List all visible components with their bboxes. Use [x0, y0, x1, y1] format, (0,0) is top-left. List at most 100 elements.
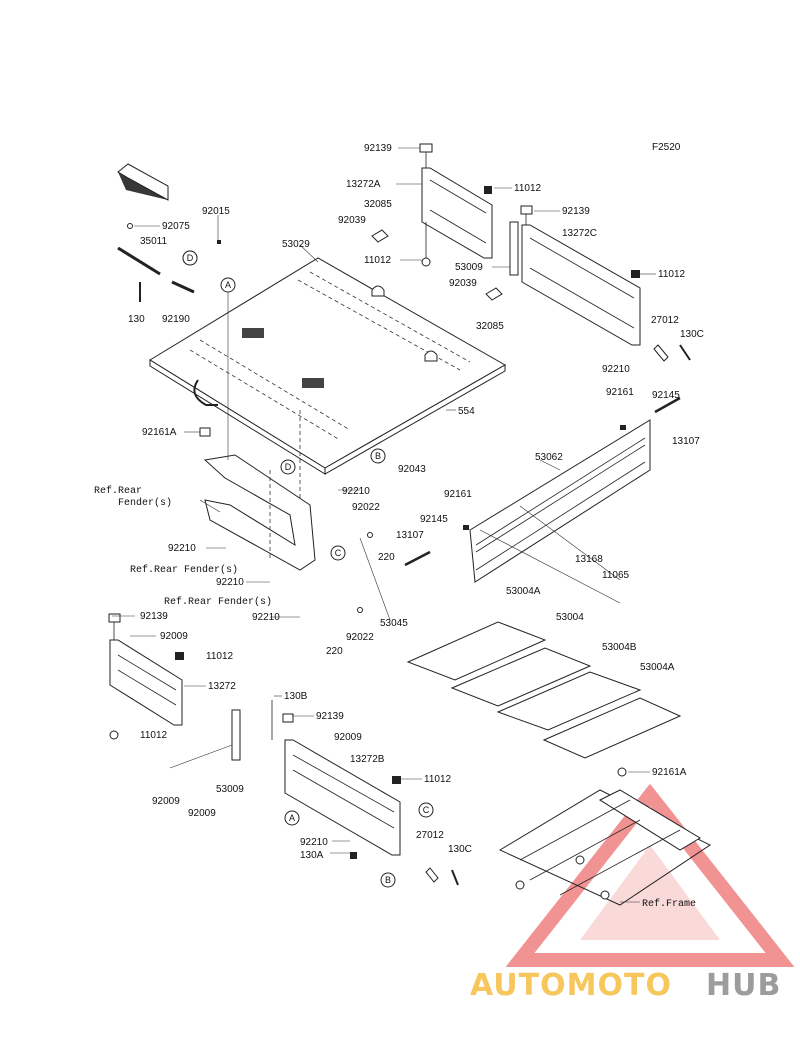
watermark-text: AUTOMOTO HUB: [470, 968, 781, 1003]
label-53004B: 53004B: [602, 642, 637, 653]
label-130C-bot: 130C: [448, 844, 472, 855]
side-gate-13272B: [271, 700, 459, 886]
label-92009-mid: 92009: [334, 732, 362, 743]
svg-text:B: B: [385, 875, 391, 885]
ref-rear-fender-1b: Fender(s): [118, 497, 172, 509]
svg-text:A: A: [225, 280, 231, 290]
label-92039-top: 92039: [338, 215, 366, 226]
svg-text:B: B: [375, 451, 381, 461]
label-32085-top: 32085: [364, 199, 392, 210]
figure-code: F2520: [652, 142, 681, 153]
leader-lines: [112, 147, 656, 903]
label-92139-top: 92139: [364, 143, 392, 154]
callout-A-bot: A: [284, 810, 300, 826]
ref-rear-fender-2: Ref.Rear Fender(s): [130, 564, 238, 576]
fender-support-bracket: [203, 410, 316, 571]
front-arrow-icon: FRONT: [117, 163, 169, 201]
label-13272: 13272: [208, 681, 236, 692]
label-92210-right: 92210: [602, 364, 630, 375]
label-92043: 92043: [398, 464, 426, 475]
label-27012-top: 27012: [651, 315, 679, 326]
label-13272A: 13272A: [346, 179, 381, 190]
side-gate-13272C: [485, 205, 691, 362]
label-554: 554: [458, 406, 475, 417]
label-11012-right: 11012: [658, 269, 686, 280]
callout-D-top: D: [182, 250, 198, 266]
tailgate-53062: [357, 396, 681, 621]
label-92009-b: 92009: [188, 808, 216, 819]
label-92039-right: 92039: [449, 278, 477, 289]
label-53062: 53062: [535, 452, 563, 463]
label-130A: 130A: [300, 850, 324, 861]
label-92009-a: 92009: [152, 796, 180, 807]
label-92145-mid: 92145: [420, 514, 448, 525]
label-92161A-left: 92161A: [142, 427, 177, 438]
label-92145-top: 92145: [652, 390, 680, 401]
svg-text:D: D: [285, 462, 292, 472]
label-92009-left: 92009: [160, 631, 188, 642]
svg-text:A: A: [289, 813, 295, 823]
floor-mats: [406, 621, 682, 759]
label-92139-right: 92139: [562, 206, 590, 217]
label-11012-left: 11012: [206, 651, 234, 662]
label-32085-right: 32085: [476, 321, 504, 332]
label-92210-fender1: 92210: [168, 543, 196, 554]
label-92075: 92075: [162, 221, 190, 232]
label-92139-mid: 92139: [316, 711, 344, 722]
ref-rear-fender-3: Ref.Rear Fender(s): [164, 596, 272, 608]
callout-B-mid: B: [370, 448, 386, 464]
label-13107-top: 13107: [672, 436, 700, 447]
label-92161A-right: 92161A: [652, 767, 687, 778]
svg-text:C: C: [423, 805, 430, 815]
side-gate-13272A: [371, 143, 493, 267]
label-11012-top: 11012: [514, 183, 542, 194]
label-13168: 13168: [575, 554, 603, 565]
label-53004: 53004: [556, 612, 584, 623]
label-130: 130: [128, 314, 145, 325]
label-53029: 53029: [282, 239, 310, 250]
label-11012-leftbot: 11012: [140, 730, 168, 741]
svg-text:D: D: [187, 253, 194, 263]
label-92210-deck: 92210: [342, 486, 370, 497]
label-92210-fender2: 92210: [216, 577, 244, 588]
watermark-part2: HUB: [706, 968, 781, 1003]
svg-text:C: C: [335, 548, 342, 558]
callout-C-mid: C: [330, 545, 346, 561]
callout-A-top: A: [220, 277, 236, 293]
frame-assembly: [498, 767, 711, 906]
label-13107-mid: 13107: [396, 530, 424, 541]
label-53004A-right: 53004A: [640, 662, 675, 673]
ref-rear-fender-1: Ref.Rear: [94, 485, 142, 497]
label-53009-top: 53009: [455, 262, 483, 273]
label-92161-mid: 92161: [444, 489, 472, 500]
label-53045: 53045: [380, 618, 408, 629]
label-92022-bot: 92022: [346, 632, 374, 643]
ref-frame: Ref.Frame: [642, 898, 696, 910]
label-53004A-top: 53004A: [506, 586, 541, 597]
label-11012-bot: 11012: [424, 774, 452, 785]
label-13272C: 13272C: [562, 228, 597, 239]
label-92015: 92015: [202, 206, 230, 217]
watermark-logo: [505, 783, 795, 967]
label-92022-top: 92022: [352, 502, 380, 513]
label-130B: 130B: [284, 691, 308, 702]
label-130C-top: 130C: [680, 329, 704, 340]
cargo-bed-deck: [149, 257, 507, 475]
reference-labels: Ref.Rear Fender(s) Ref.Rear Fender(s) Re…: [94, 485, 696, 910]
label-92190: 92190: [162, 314, 190, 325]
label-92161-top: 92161: [606, 387, 634, 398]
label-92210-fender3: 92210: [252, 612, 280, 623]
callout-C-bot: C: [418, 802, 434, 818]
callout-B-bot: B: [380, 872, 396, 888]
label-92139-left: 92139: [140, 611, 168, 622]
label-53009-bot: 53009: [216, 784, 244, 795]
label-220-bot: 220: [326, 646, 343, 657]
label-13272B: 13272B: [350, 754, 385, 765]
label-11065: 11065: [602, 570, 630, 581]
watermark-part1: AUTOMOTO: [470, 968, 672, 1003]
part-labels: 92139 13272A 11012 32085 92039 11012 921…: [128, 143, 704, 861]
callout-D-mid: D: [280, 459, 296, 475]
label-11012-mid: 11012: [364, 255, 392, 266]
label-92210-bot: 92210: [300, 837, 328, 848]
